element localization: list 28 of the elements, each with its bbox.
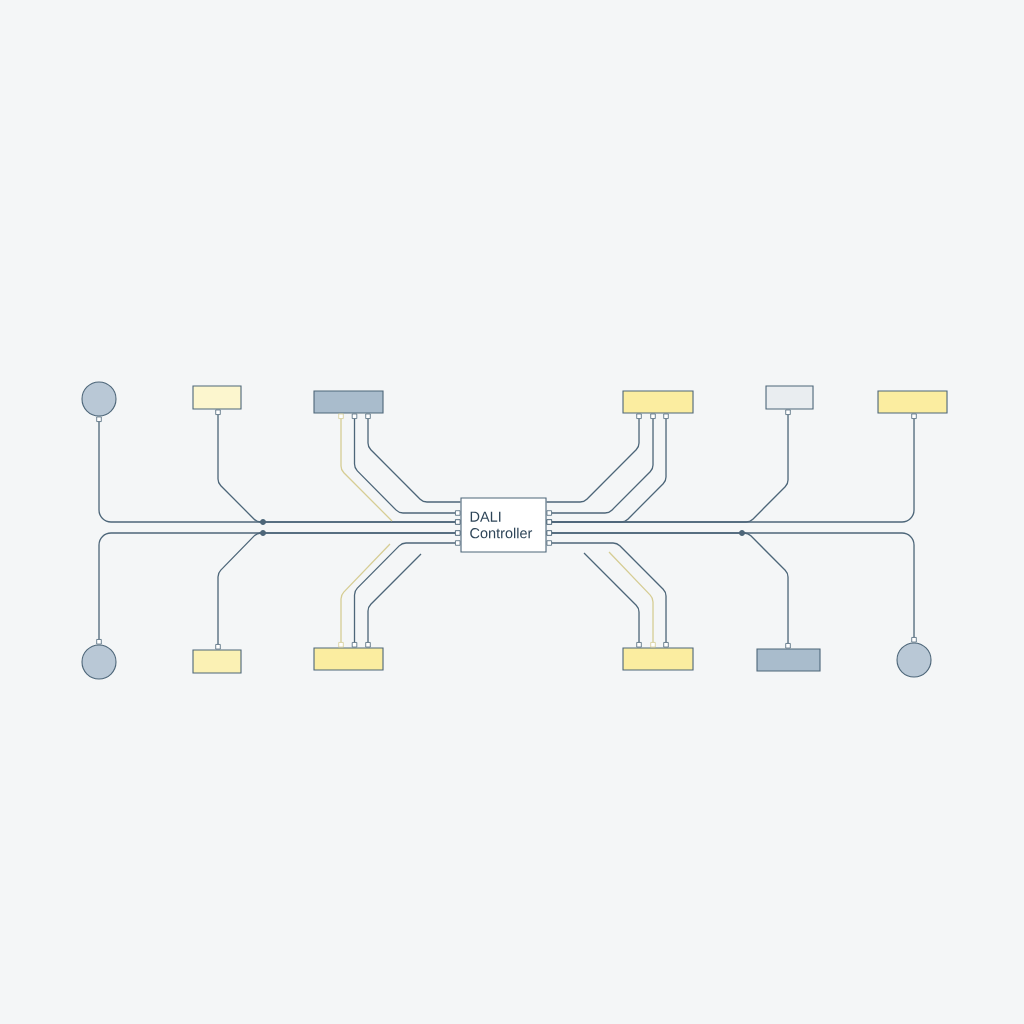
wire — [215, 530, 461, 650]
box — [313, 647, 384, 671]
box — [877, 390, 948, 414]
wire — [365, 413, 462, 503]
controller-box: DALI Controller — [460, 497, 547, 553]
wire — [338, 543, 391, 648]
box — [192, 385, 242, 410]
wire — [583, 552, 642, 648]
wire — [546, 530, 917, 643]
circle — [896, 642, 932, 678]
wire — [351, 413, 461, 516]
wire — [545, 413, 642, 503]
wire — [338, 413, 393, 522]
box — [765, 385, 814, 410]
box — [756, 648, 821, 672]
wire — [215, 409, 461, 525]
box — [313, 390, 384, 414]
wire — [608, 551, 656, 648]
wire — [365, 553, 422, 648]
wire — [546, 540, 669, 648]
box — [622, 390, 694, 414]
box — [622, 647, 694, 671]
wire — [546, 413, 656, 516]
circle — [81, 644, 117, 680]
wire — [351, 540, 461, 648]
wire — [546, 413, 917, 525]
box — [192, 649, 242, 674]
circle — [81, 381, 117, 417]
